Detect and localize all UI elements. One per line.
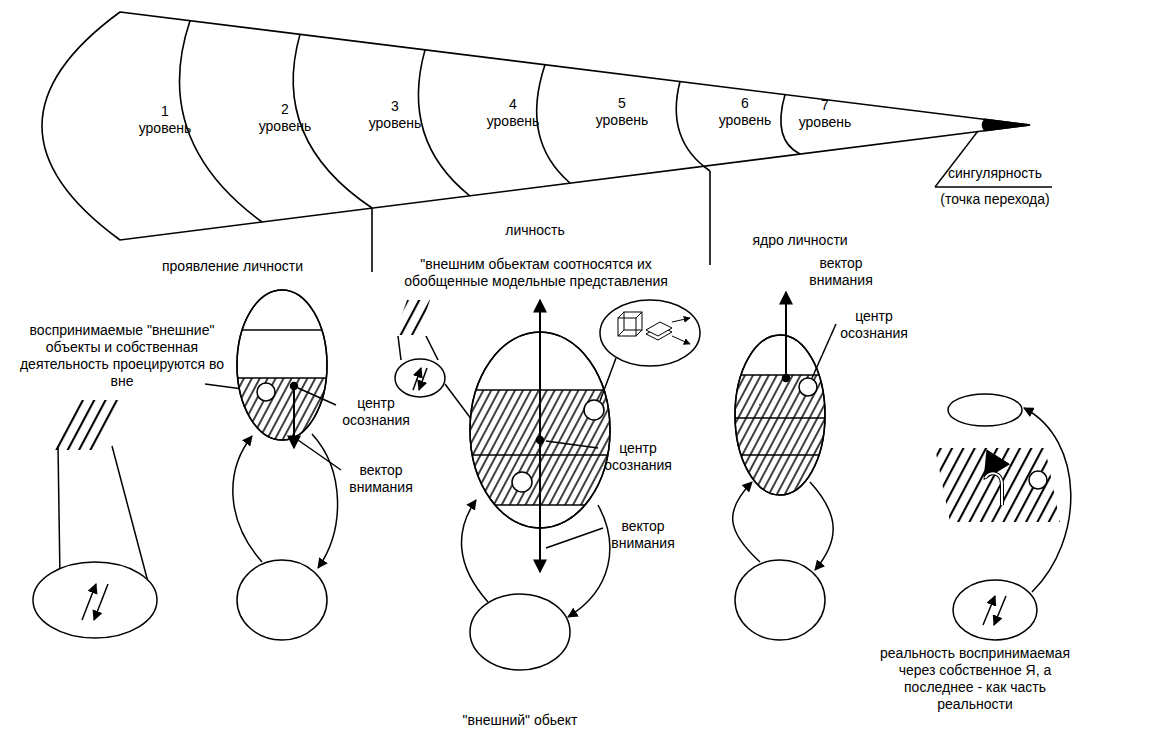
- external-objects-figure: [33, 384, 257, 638]
- annotation-label: центр осознания: [836, 308, 912, 342]
- annotation-label: ядро личности: [730, 232, 870, 249]
- annotation-label: "внешний" обьект: [440, 712, 600, 729]
- level-label: 3 уровень: [363, 98, 427, 132]
- level-band: 4 уровень: [481, 96, 545, 130]
- level-figure-mid: [395, 300, 700, 670]
- level-label: 6 уровень: [713, 95, 777, 129]
- level-band: 1 уровень: [133, 103, 197, 137]
- level-band: 3 уровень: [363, 98, 427, 132]
- level-band: 5 уровень: [590, 95, 654, 129]
- annotation-label: центр осознания: [600, 440, 676, 474]
- level-band: 2 уровень: [253, 101, 317, 135]
- annotation-label: вектор внимания: [803, 255, 879, 289]
- level-label: 5 уровень: [590, 95, 654, 129]
- level-label: 2 уровень: [253, 101, 317, 135]
- annotation-label: проявление личности: [162, 258, 367, 275]
- level-band: 6 уровень: [713, 95, 777, 129]
- level-label: 1 уровень: [133, 103, 197, 137]
- level-figure-core: [730, 292, 836, 640]
- annotation-label: "внешним обьектам соотносятся их обобщен…: [395, 256, 677, 290]
- level-label: 7 уровень: [793, 97, 857, 131]
- reality-figure: [935, 394, 1071, 640]
- annotation-label: вектор внимания: [605, 518, 681, 552]
- annotation-label: центр осознания: [338, 395, 414, 429]
- annotation-label: сингулярность (точка перехода): [935, 160, 1055, 212]
- model-icon: [618, 312, 690, 344]
- singularity-tip: [983, 119, 1031, 130]
- level-wedge: [42, 12, 1030, 240]
- annotation-label: личность: [480, 222, 590, 239]
- level-figure-low: [230, 290, 341, 640]
- annotation-label: вектор внимания: [343, 462, 419, 496]
- annotation-label: воспринимаемые "внешние" объекты и собст…: [18, 322, 226, 390]
- annotation-label: реальность воспринимаемая через собствен…: [870, 645, 1080, 713]
- level-label: 4 уровень: [481, 96, 545, 130]
- level-band: 7 уровень: [793, 97, 857, 131]
